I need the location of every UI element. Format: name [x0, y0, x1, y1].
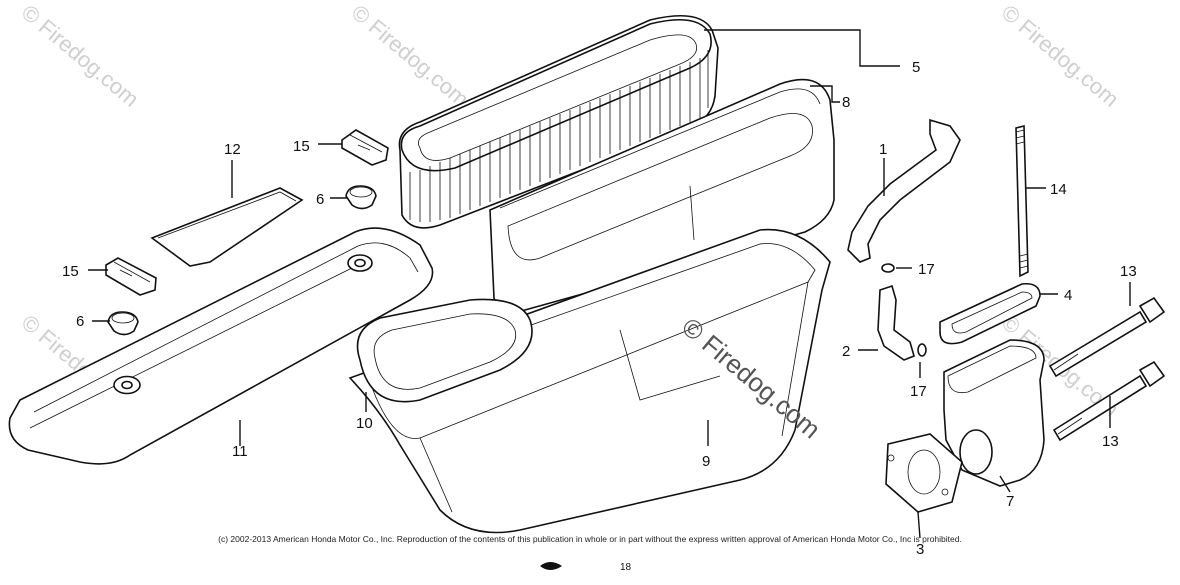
callout-15-upper: 15: [293, 138, 310, 155]
callout-3: 3: [916, 541, 924, 558]
callout-12: 12: [224, 141, 241, 158]
watermark-tl: © Firedog.com: [17, 0, 144, 112]
part-17-clamp-lower: [917, 343, 927, 357]
part-3-flange-gasket: [885, 433, 963, 513]
callout-5: 5: [912, 59, 920, 76]
callout-9: 9: [702, 453, 710, 470]
callout-13-upper: 13: [1120, 263, 1137, 280]
part-5-filter-element: [398, 14, 719, 229]
callouts: 5 8 12 15 15 6 6 11 10 9 1 14 17 2 17 4 …: [62, 59, 1137, 558]
part-10-seal: [356, 298, 533, 403]
page-marker-number: 18: [620, 562, 632, 573]
part-12-label: [150, 187, 304, 267]
callout-8: 8: [842, 94, 850, 111]
callout-7: 7: [1006, 493, 1014, 510]
part-15-clip-lower: [105, 257, 157, 296]
part-2-hose: [877, 284, 915, 361]
callout-6-upper: 6: [316, 191, 324, 208]
callout-11: 11: [232, 443, 248, 460]
part-6-grommet-lower: [107, 311, 139, 336]
callout-1: 1: [879, 141, 887, 158]
callout-6-lower: 6: [76, 313, 84, 330]
part-15-clip-upper: [341, 129, 389, 166]
callout-4: 4: [1064, 287, 1072, 304]
callout-15-lower: 15: [62, 263, 79, 280]
watermark-tr: © Firedog.com: [997, 0, 1124, 112]
callout-17-upper: 17: [918, 261, 935, 278]
part-1-breather-tube: [847, 118, 961, 263]
part-9-case: [348, 228, 831, 534]
page-marker: 18: [540, 562, 632, 573]
part-4-gasket: [939, 282, 1041, 345]
part-13-bolt-lower: [1052, 360, 1166, 442]
part-6-grommet-upper: [345, 185, 377, 210]
leader-lines: [88, 29, 1131, 539]
callout-17-lower: 17: [910, 383, 927, 400]
callout-14: 14: [1050, 181, 1067, 198]
part-17-clamp-upper: [881, 263, 895, 273]
filter-pleats: [409, 50, 709, 222]
part-13-bolt-upper: [1048, 296, 1166, 378]
callout-13-lower: 13: [1102, 433, 1119, 450]
callout-10: 10: [356, 415, 373, 432]
part-11-cover: [8, 227, 434, 465]
copyright-notice: (c) 2002-2013 American Honda Motor Co., …: [218, 534, 962, 544]
part-14-stud: [1015, 124, 1029, 278]
part-7-elbow: [943, 339, 1045, 487]
callout-2: 2: [842, 343, 850, 360]
watermark-tc: © Firedog.com: [347, 0, 474, 112]
